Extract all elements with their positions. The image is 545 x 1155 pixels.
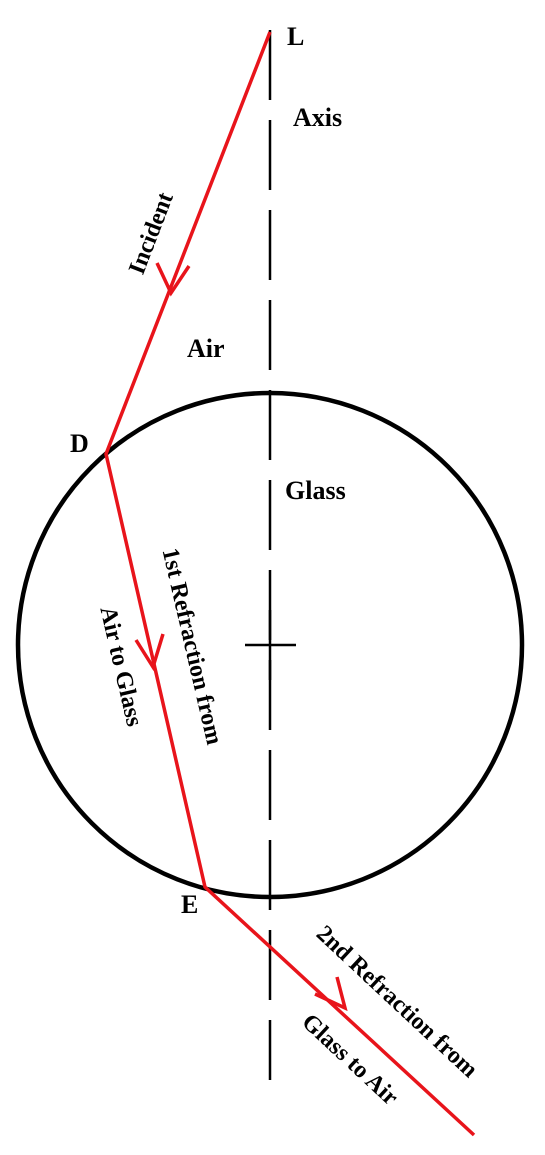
light-ray: [104, 31, 476, 1137]
incident-label: Incident: [124, 189, 179, 278]
point-label-d: D: [70, 429, 89, 458]
incident-arrowhead: [155, 262, 191, 297]
point-label-e: E: [181, 890, 198, 919]
first-refraction-arrowhead: [134, 633, 165, 672]
second-refraction-arrowhead: [314, 976, 348, 1012]
glass-label: Glass: [285, 476, 346, 505]
glass-sphere: [15, 390, 525, 900]
point-label-l: L: [287, 22, 304, 51]
second-refraction-label-line2: Glass to Air: [297, 1009, 404, 1111]
first-refraction-label-line2: Air to Glass: [94, 604, 147, 729]
axis-label: Axis: [293, 103, 342, 132]
air-label: Air: [187, 334, 225, 363]
